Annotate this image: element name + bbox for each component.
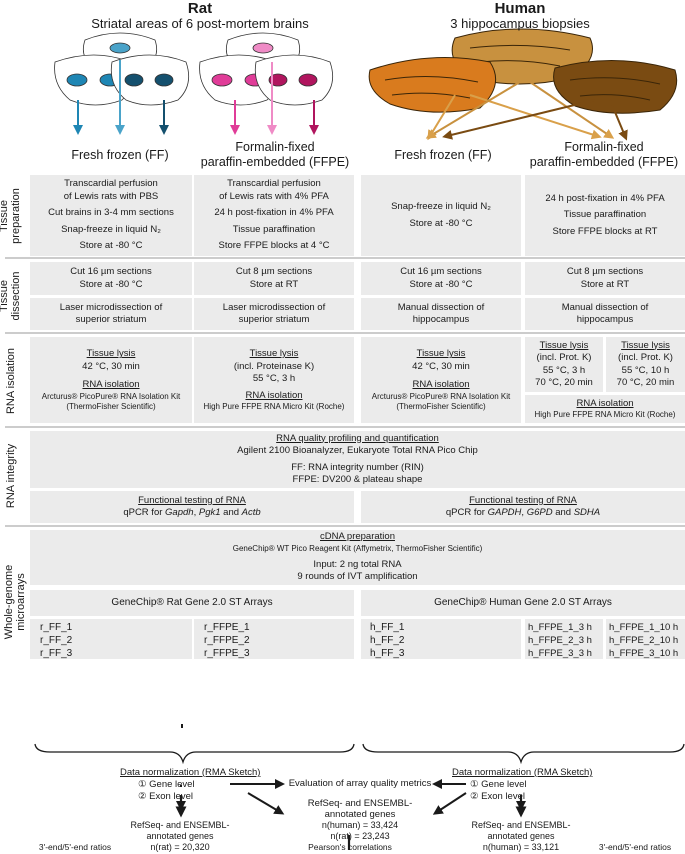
human-normalization: Data normalization (RMA Sketch) bbox=[452, 767, 593, 778]
rat-ff-header: Fresh frozen (FF) bbox=[71, 148, 169, 162]
human-subtitle: 3 hippocampus biopsies bbox=[450, 16, 590, 31]
rat-exon-level: ② Exon level bbox=[138, 791, 193, 802]
rat-ff-brain-slices-icon bbox=[54, 32, 190, 106]
rat-ratio: 3'-end/5'-end ratios bbox=[38, 842, 112, 852]
human-ff-header: Fresh frozen (FF) bbox=[394, 148, 492, 162]
human-ratio: 3'-end/5'-end ratios bbox=[598, 842, 672, 852]
human-brace bbox=[362, 743, 685, 765]
isolation-human-ff: Tissue lysis 42 °C, 30 min RNA isolation… bbox=[361, 337, 521, 423]
isolation-rat-ff: Tissue lysis 42 °C, 30 min RNA isolation… bbox=[30, 337, 192, 423]
array-quality-evaluation: Evaluation of array quality metrics bbox=[288, 778, 432, 789]
row-separators bbox=[5, 257, 685, 527]
center-genes: RefSeq- and ENSEMBL-annotated genes bbox=[307, 798, 413, 820]
prep-human-ffpe: 24 h post-fixation in 4% PFA Tissue para… bbox=[525, 175, 685, 256]
row-label-rna-isolation: RNA isolation bbox=[5, 347, 17, 415]
rat-ffpe-brain-slices-icon bbox=[199, 32, 334, 106]
samples-human-ffpe-3h bbox=[525, 619, 603, 659]
integrity-quality: RNA quality profiling and quantification… bbox=[30, 431, 685, 488]
human-title: Human bbox=[494, 0, 546, 17]
rat-normalization: Data normalization (RMA Sketch) bbox=[120, 767, 261, 778]
integrity-human-functional: Functional testing of RNA qPCR for GAPDH… bbox=[361, 491, 685, 523]
human-biopsies-icon bbox=[368, 28, 678, 114]
prep-human-ff: Snap-freeze in liquid N₂ Store at -80 °C bbox=[361, 175, 521, 256]
human-distribution-arrows-icon bbox=[425, 81, 628, 141]
human-exon-level: ② Exon level bbox=[470, 791, 525, 802]
samples-human-ffpe-10h bbox=[606, 619, 685, 659]
samples-rat-ff bbox=[30, 619, 192, 659]
rat-brace bbox=[34, 743, 355, 765]
rat-subtitle: Striatal areas of 6 post-mortem brains bbox=[91, 16, 309, 31]
arrays-human-chip: GeneChip® Human Gene 2.0 ST Arrays bbox=[361, 590, 685, 616]
rat-gene-level: ① Gene level bbox=[138, 779, 195, 790]
analysis-arrows bbox=[176, 724, 526, 815]
isolation-human-ffpe-3h: Tissue lysis (incl. Prot. K) 55 °C, 3 h … bbox=[525, 337, 603, 392]
samples-rat-ffpe bbox=[194, 619, 354, 659]
rat-title: Rat bbox=[187, 0, 213, 17]
samples-human-ff bbox=[361, 619, 521, 659]
integrity-rat-functional: Functional testing of RNA qPCR for Gapdh… bbox=[30, 491, 354, 523]
stats-summary: Pearson's correlations bbox=[308, 842, 392, 852]
isolation-rat-ffpe: Tissue lysis (incl. Proteinase K) 55 °C,… bbox=[194, 337, 354, 423]
arrays-rat-chip: GeneChip® Rat Gene 2.0 ST Arrays bbox=[30, 590, 354, 616]
isolation-human-ffpe-10h: Tissue lysis (incl. Prot. K) 55 °C, 10 h… bbox=[606, 337, 685, 392]
arrays-cdna: cDNA preparation GeneChip® WT Pico Reage… bbox=[30, 530, 685, 585]
row-label-rna-integrity: RNA integrity bbox=[5, 443, 17, 509]
isolation-human-ffpe-kit: RNA isolation High Pure FFPE RNA Micro K… bbox=[525, 395, 685, 423]
human-gene-level: ① Gene level bbox=[470, 779, 527, 790]
